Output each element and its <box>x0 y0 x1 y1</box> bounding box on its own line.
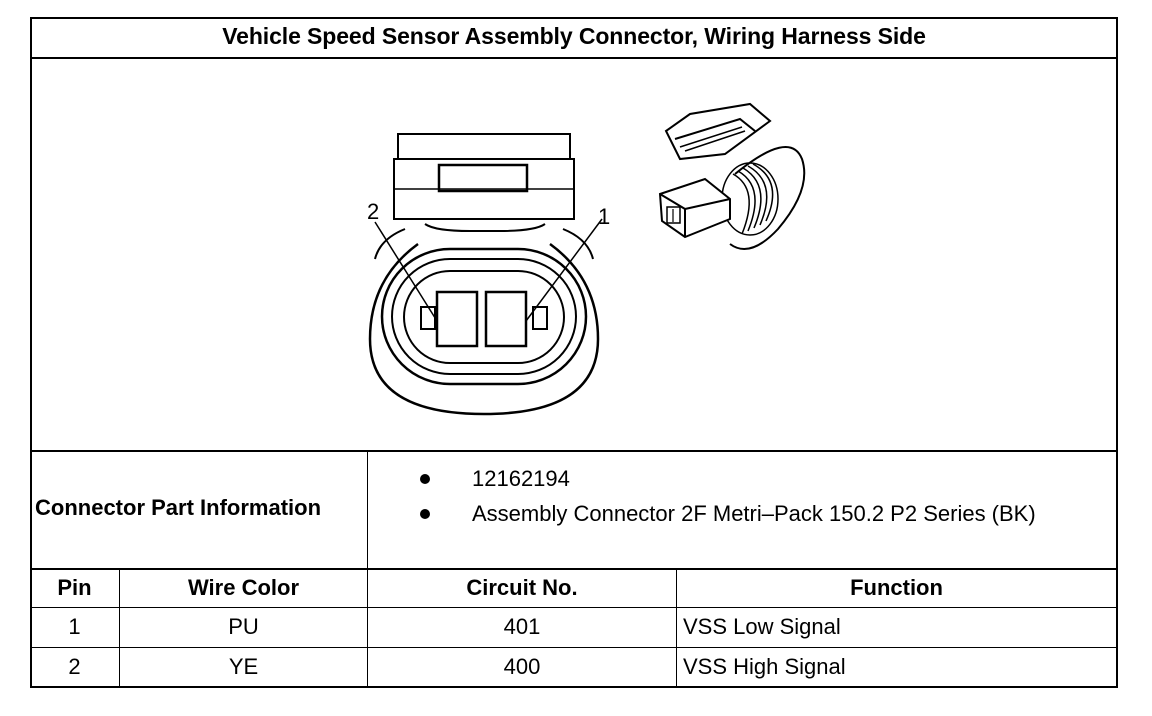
header-pin: Pin <box>57 575 92 600</box>
pin-label-2: 2 <box>367 199 379 224</box>
border-bottom <box>30 686 1118 688</box>
col-divider-3 <box>676 569 677 687</box>
bullet-icon <box>420 474 430 484</box>
border-left <box>30 17 32 688</box>
table-row-divider <box>30 647 1118 648</box>
header-wire-color: Wire Color <box>187 575 300 600</box>
diagram-divider <box>30 450 1118 452</box>
table-row-pin: 1 <box>68 614 81 639</box>
col-divider-1 <box>119 569 120 687</box>
table-row-wire-color: PU <box>228 614 259 639</box>
connector-part-info-label: Connector Part Information <box>35 495 322 520</box>
connector-diagram: 2 1 <box>367 102 806 416</box>
border-top <box>30 17 1118 19</box>
part-info-vdivider <box>367 451 368 569</box>
header-circuit-no: Circuit No. <box>466 575 578 600</box>
title-divider <box>30 57 1118 59</box>
header-function: Function <box>850 575 943 600</box>
part-number: 12162194 <box>472 466 570 491</box>
bullet-icon <box>420 509 430 519</box>
table-row-function: VSS High Signal <box>683 654 846 679</box>
table-row-wire-color: YE <box>228 654 259 679</box>
table-row-pin: 2 <box>68 654 81 679</box>
connector-part-info-list: 12162194 Assembly Connector 2F Metri–Pac… <box>420 461 1036 531</box>
table-row-function: VSS Low Signal <box>683 614 841 639</box>
table-row-circuit: 400 <box>503 654 541 679</box>
page-title: Vehicle Speed Sensor Assembly Connector,… <box>222 23 926 49</box>
part-description: Assembly Connector 2F Metri–Pack 150.2 P… <box>472 501 1036 526</box>
connector-iso-view <box>658 102 806 250</box>
part-info-divider <box>30 568 1118 570</box>
col-divider-2 <box>367 569 368 687</box>
pin-label-1: 1 <box>598 204 610 229</box>
table-row-circuit: 401 <box>503 614 541 639</box>
table-header-divider <box>30 607 1118 608</box>
connector-info-sheet: Vehicle Speed Sensor Assembly Connector,… <box>30 17 1118 688</box>
border-right <box>1116 17 1118 688</box>
list-item: 12162194 <box>420 461 1036 496</box>
list-item: Assembly Connector 2F Metri–Pack 150.2 P… <box>420 496 1036 531</box>
connector-front-view <box>368 133 603 416</box>
